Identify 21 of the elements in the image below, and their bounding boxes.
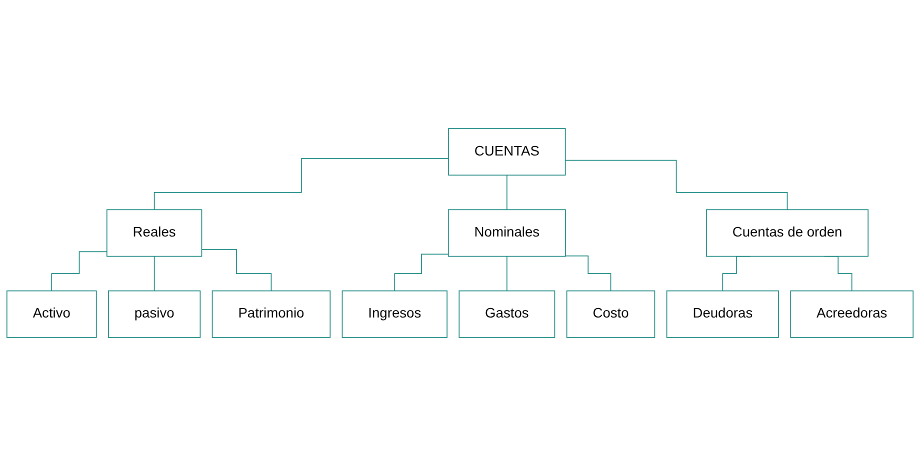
connector: [201, 249, 272, 292]
node-box: Cuentas de orden: [706, 209, 869, 257]
node-box: Nominales: [448, 209, 566, 257]
connector: [506, 256, 508, 292]
connector: [154, 158, 449, 210]
connector: [394, 254, 449, 292]
node-box: pasivo: [108, 290, 201, 338]
connector: [565, 255, 612, 292]
node-box: Gastos: [458, 290, 556, 338]
node-box: Acreedoras: [790, 290, 914, 338]
node-box: CUENTAS: [448, 128, 566, 176]
node-box: Activo: [6, 290, 97, 338]
connector: [154, 256, 155, 292]
node-box: Reales: [106, 209, 202, 257]
connector: [506, 174, 508, 210]
node-box: Ingresos: [342, 290, 448, 338]
node-box: Costo: [566, 290, 656, 338]
connector: [51, 251, 108, 292]
connector: [564, 160, 788, 210]
node-box: Patrimonio: [212, 290, 331, 338]
node-box: Deudoras: [666, 290, 779, 338]
